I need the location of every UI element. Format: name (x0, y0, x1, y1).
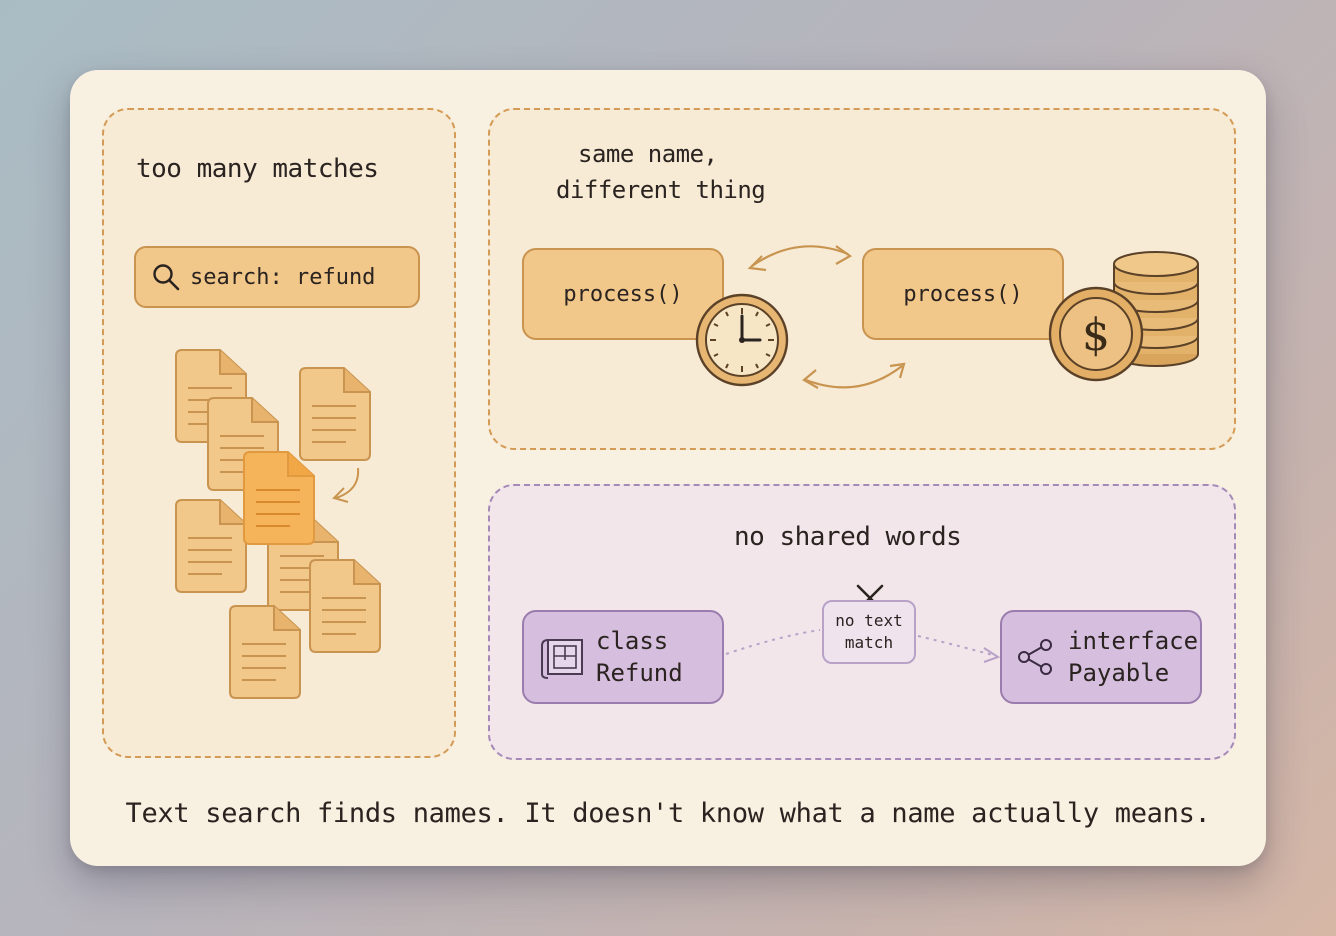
no-text-match-badge: no text match (822, 600, 916, 664)
panel-title-line1: same name, (578, 140, 718, 168)
process-box-right: process() (862, 248, 1064, 340)
interface-name: Payable (1068, 659, 1170, 687)
share-icon (1018, 639, 1052, 675)
blueprint-icon (541, 639, 583, 679)
panel-title-too-many-matches: too many matches (136, 154, 379, 184)
dollar-icon: $ (1048, 286, 1144, 382)
search-icon (153, 264, 180, 291)
search-label: search: refund (190, 264, 376, 290)
no-match-line1: no text (835, 611, 903, 630)
interface-payable-box: interface Payable (1000, 610, 1202, 704)
no-match-line2: match (844, 633, 894, 652)
panel-title-no-shared-words: no shared words (734, 522, 962, 552)
process-label-left: process() (563, 281, 683, 307)
class-refund-box: class Refund (522, 610, 724, 704)
svg-text:$: $ (1082, 310, 1110, 361)
documents-illustration (175, 349, 381, 699)
panel-title-line2: different thing (556, 176, 766, 204)
class-keyword: class (596, 627, 669, 655)
highlighted-document-icon (243, 451, 315, 545)
process-label-right: process() (903, 281, 1023, 307)
arrow-icon (335, 467, 360, 499)
search-box: search: refund (134, 246, 420, 308)
no-match-connectors (725, 584, 1001, 663)
top-right-illustrations: $ (695, 245, 1199, 389)
caption: Text search finds names. It doesn't know… (125, 798, 1211, 829)
clock-icon (695, 293, 789, 387)
interface-keyword: interface (1068, 627, 1199, 655)
diagram-card: too many matches search: refund (70, 70, 1266, 866)
class-name: Refund (596, 659, 683, 687)
process-box-left: process() (522, 248, 724, 340)
